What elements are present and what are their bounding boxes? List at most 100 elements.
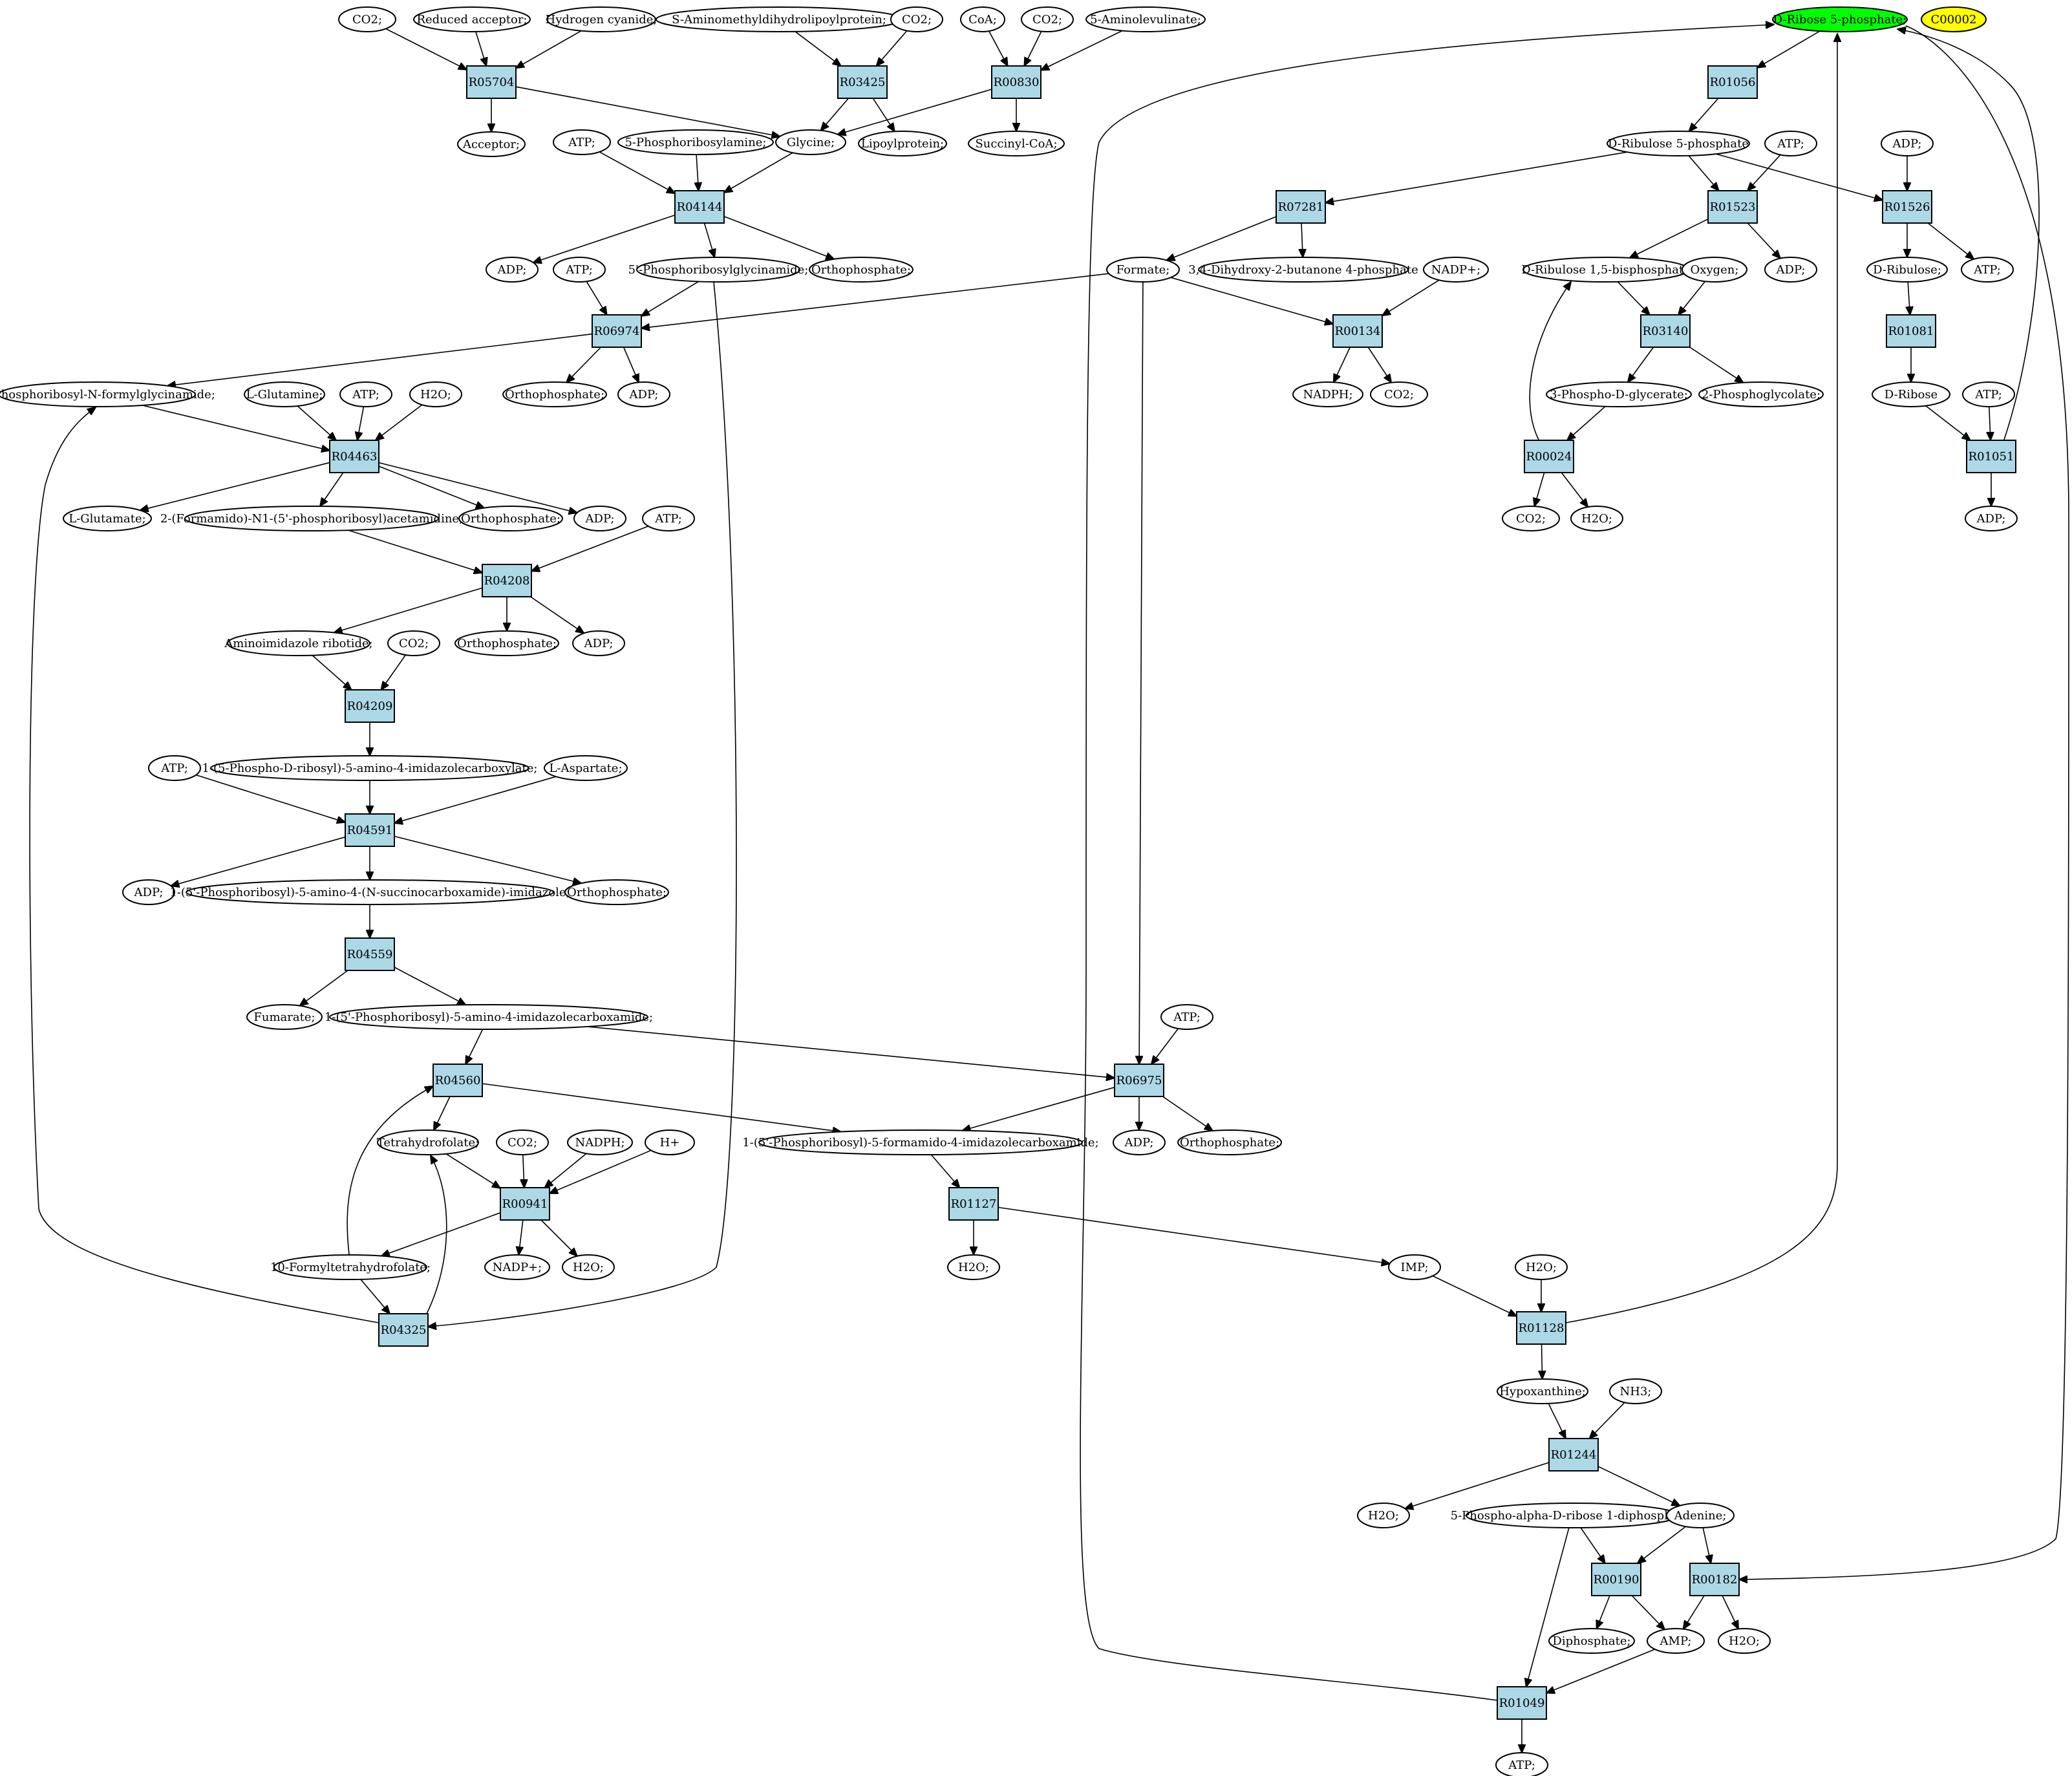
compound-node[interactable]: L-Glutamine; — [244, 381, 325, 407]
compound-node[interactable]: D-Ribose — [1872, 381, 1950, 407]
compound-node[interactable]: D-Ribulose 1,5-bisphosphate — [1521, 257, 1691, 283]
reaction-node-r04209[interactable]: R04209 — [345, 689, 395, 723]
compound-node[interactable]: ADP; — [1764, 257, 1817, 283]
compound-node[interactable]: 5'-Phosphoribosylglycinamide; — [628, 257, 809, 283]
compound-node[interactable]: ATP; — [339, 381, 392, 407]
reaction-node-r01244[interactable]: R01244 — [1548, 1438, 1599, 1471]
compound-node[interactable]: 5-Phospho-alpha-D-ribose 1-diphosphate; — [1451, 1503, 1694, 1528]
compound-node[interactable]: ADP; — [1881, 131, 1934, 156]
compound-node[interactable]: CO2; — [890, 6, 943, 32]
compound-node[interactable]: L-Aspartate; — [544, 755, 628, 781]
compound-node[interactable]: Orthophosphate; — [454, 630, 559, 656]
compound-node[interactable]: 5'-Phosphoribosyl-N-formylglycinamide; — [0, 381, 215, 407]
compound-node[interactable]: ATP; — [1495, 1752, 1548, 1776]
compound-node[interactable]: H2O; — [409, 381, 462, 407]
reaction-node-r06975[interactable]: R06975 — [1114, 1064, 1164, 1097]
compound-node[interactable]: L-Glutamate; — [63, 506, 152, 531]
compound-node[interactable]: D-Ribulose; — [1866, 257, 1948, 283]
reaction-node-r00024[interactable]: R00024 — [1524, 440, 1574, 473]
compound-node[interactable]: H2O; — [1357, 1503, 1410, 1528]
compound-node[interactable]: CO2; — [496, 1129, 549, 1155]
compound-node[interactable]: 1-(5'-Phosphoribosyl)-5-amino-4-(N-succi… — [169, 879, 570, 905]
reaction-node-r00941[interactable]: R00941 — [500, 1187, 550, 1221]
reaction-node-r04144[interactable]: R04144 — [674, 190, 725, 224]
compound-node[interactable]: NH3; — [1609, 1378, 1662, 1404]
compound-node[interactable]: CoA; — [960, 6, 1005, 32]
reaction-node-r04463[interactable]: R04463 — [329, 440, 379, 473]
reaction-node-r04591[interactable]: R04591 — [345, 813, 395, 847]
compound-node[interactable]: Orthophosphate; — [809, 257, 913, 283]
compound-node[interactable]: Orthophosphate; — [564, 879, 669, 905]
reaction-node-r01526[interactable]: R01526 — [1882, 190, 1932, 224]
reaction-node-r04559[interactable]: R04559 — [345, 937, 395, 971]
compound-node[interactable]: 1-(5'-Phosphoribosyl)-5-formamido-4-imid… — [742, 1129, 1099, 1155]
compound-node[interactable]: ATP; — [1961, 257, 2014, 283]
compound-node[interactable]: ATP; — [553, 257, 606, 283]
compound-node[interactable]: NADPH; — [1292, 381, 1363, 407]
compound-node[interactable]: H2O; — [1570, 506, 1623, 531]
compound-node[interactable]: Hypoxanthine; — [1497, 1378, 1588, 1404]
compound-node[interactable]: Hydrogen cyanide; — [546, 6, 657, 32]
reaction-node-r01523[interactable]: R01523 — [1707, 190, 1758, 224]
compound-node[interactable]: ADP; — [486, 257, 539, 283]
compound-node[interactable]: Adenine; — [1666, 1503, 1735, 1528]
reaction-node-r03425[interactable]: R03425 — [837, 65, 888, 99]
compound-node[interactable]: 10-Formyltetrahydrofolate; — [270, 1254, 431, 1280]
compound-node[interactable]: NADP+; — [1423, 257, 1489, 283]
compound-node[interactable]: H2O; — [947, 1254, 1000, 1280]
compound-node[interactable]: Orthophosphate; — [502, 381, 607, 407]
compound-node[interactable]: Fumarate; — [246, 1004, 323, 1030]
reaction-node-r00134[interactable]: R00134 — [1332, 314, 1383, 348]
compound-node[interactable]: ATP; — [1764, 131, 1817, 156]
compound-node[interactable]: ADP; — [122, 879, 175, 905]
compound-node[interactable]: Succinyl-CoA; — [968, 131, 1065, 156]
compound-node[interactable]: 2-(Formamido)-N1-(5'-phosphoribosyl)acet… — [160, 506, 463, 531]
reaction-node-r07281[interactable]: R07281 — [1276, 190, 1326, 224]
compound-node[interactable]: H2O; — [1718, 1628, 1771, 1654]
reaction-node-r00182[interactable]: R00182 — [1689, 1563, 1740, 1596]
compound-node[interactable]: AMP; — [1647, 1628, 1705, 1654]
compound-node[interactable]: ATP; — [148, 755, 201, 781]
reaction-node-r05704[interactable]: R05704 — [466, 65, 517, 99]
compound-node[interactable]: 5-Aminolevulinate; — [1085, 6, 1206, 32]
compound-node[interactable]: 2-Phosphoglycolate; — [1698, 381, 1824, 407]
compound-node[interactable]: ADP; — [1965, 506, 2018, 531]
compound-node[interactable]: CO2; — [1370, 381, 1428, 407]
reaction-node-r06974[interactable]: R06974 — [592, 314, 642, 348]
reaction-node-r04325[interactable]: R04325 — [378, 1313, 429, 1347]
reaction-node-r04208[interactable]: R04208 — [482, 564, 532, 597]
reaction-node-r01049[interactable]: R01049 — [1497, 1686, 1547, 1720]
compound-node[interactable]: ATP; — [553, 129, 611, 155]
reaction-node-r01127[interactable]: R01127 — [948, 1187, 999, 1221]
compound-node[interactable]: CO2; — [1021, 6, 1074, 32]
compound-node[interactable]: Diphosphate; — [1548, 1628, 1635, 1654]
compound-node[interactable]: Glycine; — [775, 129, 846, 155]
reaction-node-r04560[interactable]: R04560 — [433, 1064, 483, 1097]
compound-node[interactable]: CO2; — [1502, 506, 1560, 531]
compound-node[interactable]: 1-(5'-Phosphoribosyl)-5-amino-4-imidazol… — [325, 1004, 653, 1030]
compound-node[interactable]: ADP; — [617, 381, 670, 407]
compound-node[interactable]: H2O; — [562, 1254, 615, 1280]
compound-node[interactable]: Reduced acceptor; — [413, 6, 531, 32]
compound-node[interactable]: 3,4-Dihydroxy-2-butanone 4-phosphate — [1188, 257, 1418, 283]
compound-node[interactable]: NADP+; — [484, 1254, 550, 1280]
compound-node[interactable]: ATP; — [642, 506, 695, 531]
compound-node[interactable]: NADPH; — [567, 1129, 633, 1155]
compound-node[interactable]: Formate; — [1106, 257, 1180, 283]
compound-node[interactable]: ATP; — [1160, 1004, 1213, 1030]
compound-node[interactable]: 5-Phosphoribosylamine; — [617, 129, 774, 155]
compound-node[interactable]: ADP; — [572, 630, 625, 656]
compound-node[interactable]: H+ — [645, 1129, 695, 1155]
compound-node[interactable]: ADP; — [573, 506, 626, 531]
compound-node[interactable]: 1-(5-Phospho-D-ribosyl)-5-amino-4-imidaz… — [202, 755, 538, 781]
reaction-node-r00830[interactable]: R00830 — [991, 65, 1041, 99]
compound-node[interactable]: CO2; — [338, 6, 396, 32]
compound-node[interactable]: Lipoylprotein; — [858, 131, 947, 156]
compound-node[interactable]: Tetrahydrofolate; — [377, 1129, 480, 1155]
reaction-node-r01056[interactable]: R01056 — [1707, 65, 1758, 99]
compound-node[interactable]: Aminoimidazole ribotide; — [224, 630, 373, 656]
compound-node[interactable]: ADP; — [1113, 1129, 1166, 1155]
reaction-node-r01128[interactable]: R01128 — [1516, 1311, 1566, 1345]
compound-node[interactable]: Orthophosphate; — [1177, 1129, 1282, 1155]
compound-node[interactable]: D-Ribulose 5-phosphate — [1607, 131, 1750, 156]
